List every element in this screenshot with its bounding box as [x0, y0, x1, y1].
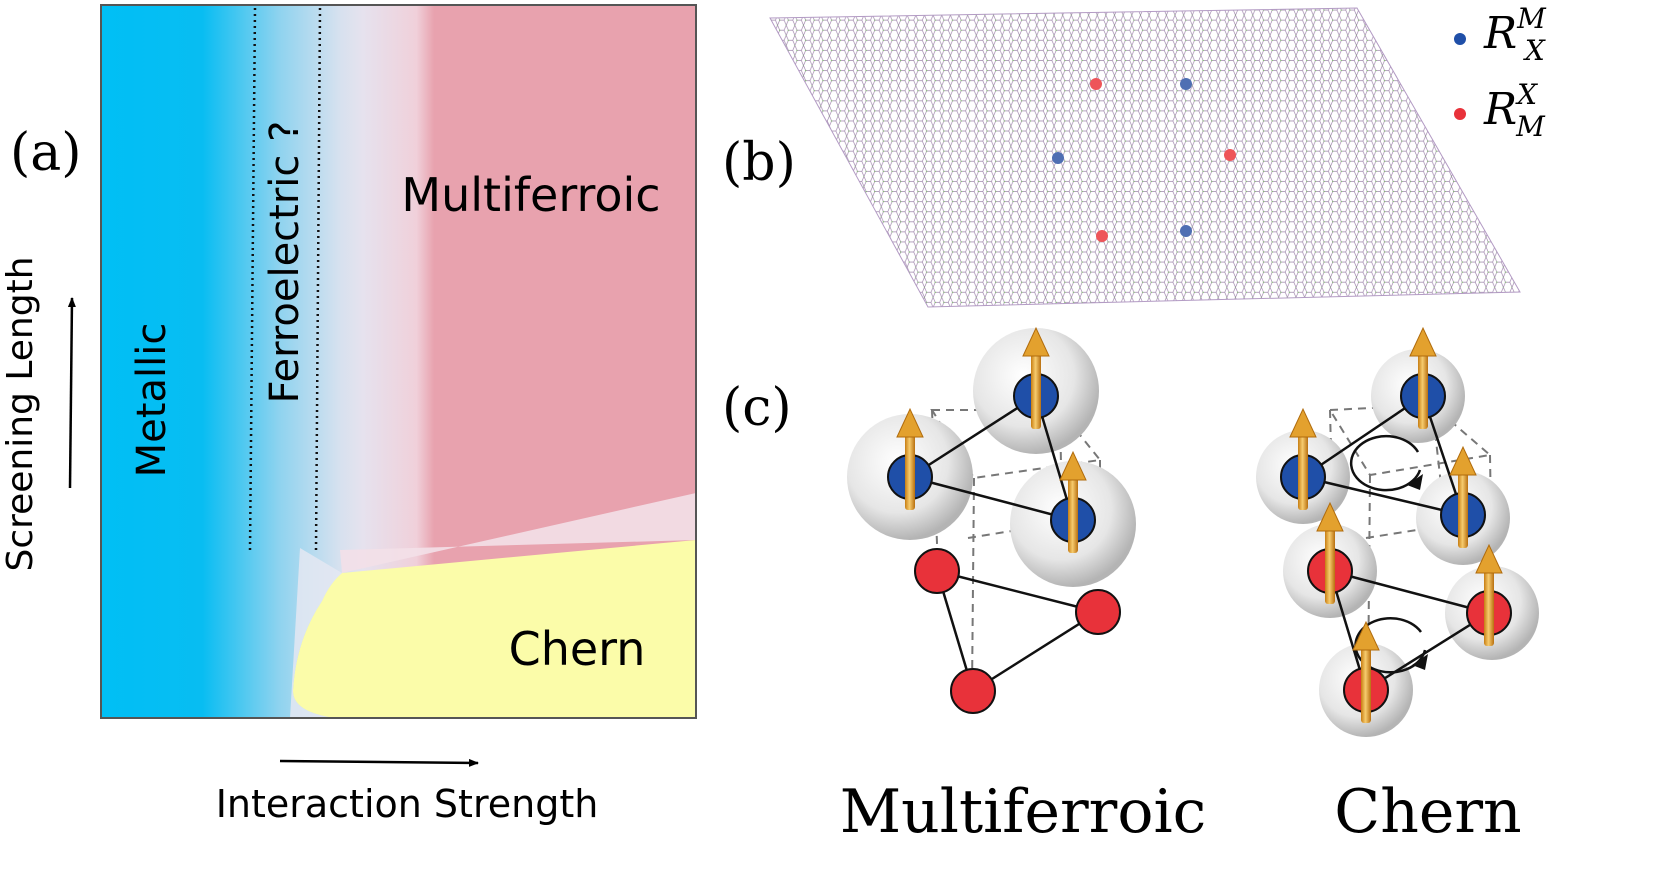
site-red: [1224, 149, 1236, 161]
legend-symbol: R: [1483, 84, 1517, 135]
moire-lattice: [770, 8, 1520, 307]
spin-arrow: [1059, 450, 1087, 553]
caption-multiferroic: Multiferroic: [840, 777, 1207, 847]
site-blue: [1052, 152, 1064, 164]
panel-a-label: (a): [10, 123, 82, 183]
legend-superscript: X: [1515, 78, 1538, 111]
region-label-chern: Chern: [509, 622, 646, 676]
y-axis-label: Screening Length: [0, 256, 41, 571]
moire-sites: [1052, 78, 1236, 242]
region-label-ferroelectric: Ferroelectric ?: [262, 121, 308, 404]
site-blue: [1180, 78, 1192, 90]
spin-arrow: [1352, 620, 1380, 723]
region-label-multiferroic: Multiferroic: [401, 168, 660, 222]
legend-marker-red: [1454, 108, 1466, 120]
site-red: [950, 668, 996, 714]
panel-c-label: (c): [722, 378, 792, 438]
legend-subscript: X: [1523, 34, 1546, 67]
phase-diagram-frame: [100, 4, 697, 719]
caption-chern: Chern: [1334, 777, 1521, 847]
x-axis-label: Interaction Strength: [216, 782, 599, 826]
spin-arrow: [1449, 445, 1477, 548]
chern-schematic: [1256, 326, 1539, 737]
multiferroic-schematic: [847, 326, 1136, 714]
spin-arrow: [1475, 543, 1503, 646]
chirality-arrowhead-upper: [1407, 474, 1423, 490]
boundary-dotted-right: [314, 7, 322, 551]
spin-arrow: [1289, 407, 1317, 510]
site-red: [1090, 78, 1102, 90]
panel-a: (a) Metallic Ferroelectric ? Multiferroi…: [0, 4, 697, 826]
panel-c: (c): [722, 326, 1539, 847]
region-chern-shape: [292, 540, 696, 718]
spin-arrow: [1316, 501, 1344, 604]
legend-superscript: M: [1516, 2, 1547, 35]
chirality-arrow-upper: [1349, 434, 1422, 492]
site-red: [1096, 230, 1108, 242]
legend-subscript: M: [1515, 110, 1546, 143]
boundary-dotted-left: [248, 7, 257, 551]
y-axis-arrow: [67, 297, 76, 489]
spin-arrow: [1409, 326, 1437, 429]
x-axis-arrow: [279, 758, 479, 767]
site-red: [914, 548, 960, 594]
site-red: [1075, 589, 1121, 635]
region-lower-blend: [290, 548, 342, 718]
legend-marker-blue: [1454, 33, 1466, 45]
region-label-metallic: Metallic: [129, 323, 175, 478]
site-blue: [1180, 225, 1192, 237]
blend-wedge: [340, 493, 696, 573]
moire-lattice-edge: [769, 7, 1521, 308]
chirality-arrowhead-lower: [1412, 654, 1428, 670]
legend-symbol: R: [1483, 8, 1517, 59]
spin-arrow: [1022, 326, 1050, 429]
spin-arrow: [896, 407, 924, 510]
panel-b-label: (b): [722, 133, 796, 193]
